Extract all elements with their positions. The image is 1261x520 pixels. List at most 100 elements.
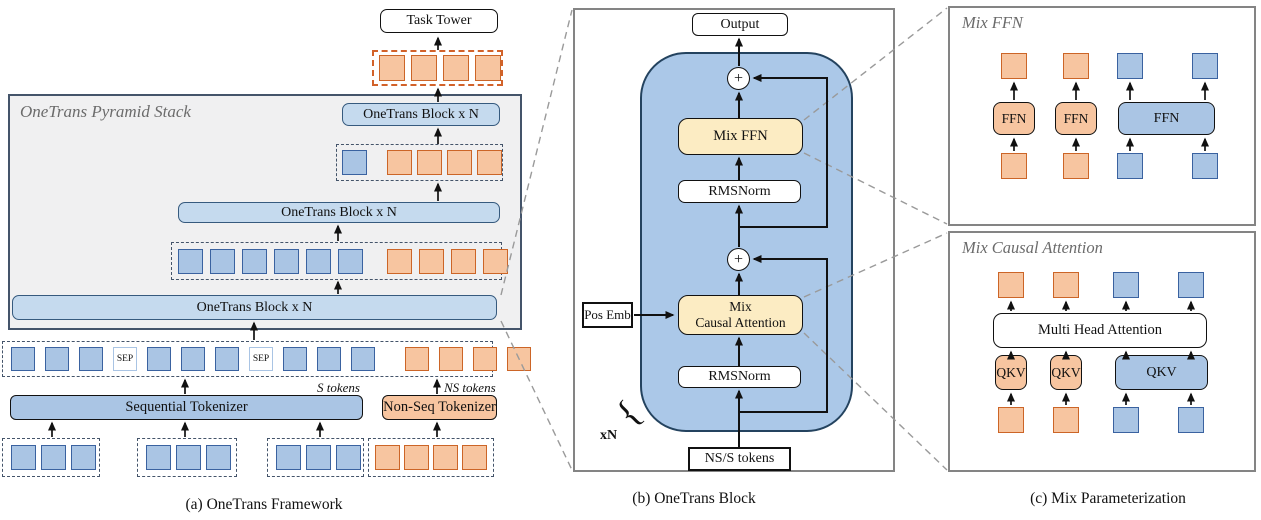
ns-token (462, 445, 487, 470)
ns-token (1063, 153, 1089, 179)
residual-add-bottom: + (727, 248, 750, 271)
qkv-ns-box-1: QKV (995, 355, 1027, 390)
s-token (178, 248, 203, 274)
ns-token (477, 150, 502, 175)
s-token (1192, 153, 1218, 179)
seq-feature-group-3 (267, 438, 364, 477)
s-token (1117, 153, 1143, 179)
s-token (176, 445, 201, 470)
s-token (1117, 53, 1143, 79)
ns-token (443, 55, 469, 81)
s-token (1113, 272, 1139, 298)
s-token (317, 347, 341, 371)
ns-token (1001, 153, 1027, 179)
ns-token (507, 347, 531, 371)
s-token (283, 347, 307, 371)
s-token (1192, 53, 1218, 79)
ns-tokens-label: NS tokens (444, 380, 496, 395)
s-token (306, 445, 331, 470)
ns-token (483, 248, 508, 274)
onetrans-block-level3: OneTrans Block x N (342, 103, 500, 126)
s-tokens-label: S tokens (317, 380, 360, 395)
ns-token (1053, 407, 1079, 433)
s-token (242, 248, 267, 274)
ns-token (439, 347, 463, 371)
s-token (342, 150, 367, 175)
sep-token: SEP (113, 347, 137, 371)
ns-token (1063, 53, 1089, 79)
mca-line1: Mix (729, 298, 752, 314)
ns-s-tokens-box: NS/S tokens (688, 447, 791, 471)
ns-token (433, 445, 458, 470)
level2-token-row (336, 144, 503, 181)
onetrans-block-level2: OneTrans Block x N (178, 202, 500, 223)
s-token (215, 347, 239, 371)
ns-token (417, 150, 442, 175)
s-token (206, 445, 231, 470)
qkv-s-box: QKV (1115, 355, 1208, 390)
mix-causal-attention-panel (948, 231, 1256, 472)
s-token (11, 347, 35, 371)
s-token (147, 347, 171, 371)
ns-token (387, 248, 412, 274)
caption-b: (b) OneTrans Block (632, 490, 756, 507)
mca-line2: Causal Attention (695, 315, 786, 330)
non-seq-tokenizer-box: Non-Seq Tokenizer (382, 395, 497, 420)
ns-token (387, 150, 412, 175)
pos-emb-box: Pos Emb (582, 302, 633, 328)
ns-token (375, 445, 400, 470)
task-tower-box: Task Tower (380, 9, 498, 33)
ns-token (473, 347, 497, 371)
ns-token (404, 445, 429, 470)
s-token (45, 347, 69, 371)
s-token (210, 248, 235, 274)
s-token (274, 248, 299, 274)
rmsnorm-top-box: RMSNorm (678, 180, 801, 203)
output-box: Output (692, 13, 788, 36)
caption-a: (a) OneTrans Framework (185, 496, 343, 513)
ffn-ns-box-2: FFN (1055, 102, 1097, 135)
level1-token-row (171, 242, 508, 280)
onetrans-block-level1: OneTrans Block x N (12, 295, 497, 320)
multi-head-attention-box: Multi Head Attention (993, 313, 1207, 348)
s-token (1113, 407, 1139, 433)
s-token (41, 445, 66, 470)
qkv-ns-box-2: QKV (1050, 355, 1082, 390)
mix-causal-attention-box: Mix Causal Attention (678, 295, 803, 335)
ns-token (411, 55, 437, 81)
rmsnorm-bottom-box: RMSNorm (678, 366, 801, 388)
ns-token (451, 248, 476, 274)
mix-ffn-panel-title: Mix FFN (962, 13, 1023, 32)
seq-feature-group-2 (137, 438, 237, 477)
ns-token (419, 248, 444, 274)
s-token (306, 248, 331, 274)
ns-token (998, 407, 1024, 433)
ns-token (1053, 272, 1079, 298)
s-token (146, 445, 171, 470)
sequential-tokenizer-box: Sequential Tokenizer (10, 395, 363, 420)
ns-token (379, 55, 405, 81)
ns-token (1001, 53, 1027, 79)
mix-causal-attention-panel-title: Mix Causal Attention (962, 238, 1103, 257)
residual-add-top: + (727, 67, 750, 90)
ffn-ns-box-1: FFN (993, 102, 1035, 135)
ns-token (998, 272, 1024, 298)
s-token (351, 347, 375, 371)
s-token (336, 445, 361, 470)
ns-token (447, 150, 472, 175)
s-token (276, 445, 301, 470)
seq-feature-group-1 (2, 438, 100, 477)
caption-c: (c) Mix Parameterization (1030, 490, 1186, 507)
s-token (338, 248, 363, 274)
s-token (11, 445, 36, 470)
mix-ffn-box: Mix FFN (678, 118, 803, 155)
s-token (71, 445, 96, 470)
ns-token (405, 347, 429, 371)
ns-feature-group (368, 438, 494, 477)
repeat-count-label: xN (600, 428, 618, 443)
s-token (79, 347, 103, 371)
ffn-s-box: FFN (1118, 102, 1215, 135)
s-token (181, 347, 205, 371)
pyramid-stack-title: OneTrans Pyramid Stack (20, 102, 191, 121)
